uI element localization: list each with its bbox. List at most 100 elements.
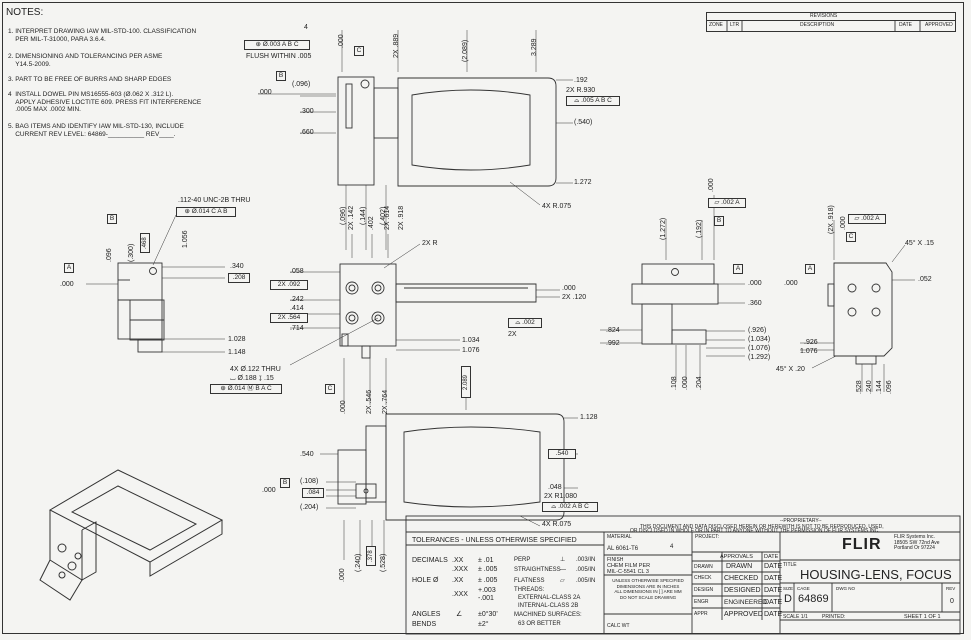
chamfer-bottom: 45° X .20	[776, 366, 805, 373]
approval-date-1: DATE	[764, 575, 783, 582]
note-4: 4 INSTALL DOWEL PIN MS16555-603 (Ø.062 X…	[8, 91, 202, 113]
dim-front-bottom-0: .000	[340, 400, 347, 414]
dim-right-2: .926	[804, 339, 818, 346]
tol-fmt-2: .XX	[452, 577, 464, 584]
dim-bottom-left-2: (.108)	[300, 478, 319, 485]
proprietary-heading: --PROPRIETARY--	[780, 518, 822, 524]
side-view-part	[631, 263, 719, 345]
units-note: UNLESS OTHERWISE SPECIFIED DIMENSIONS AR…	[612, 578, 684, 600]
dim-bottom-top: 2.089	[461, 366, 471, 398]
cage-value: 64869	[798, 593, 829, 605]
finish-value: CHEM FILM PER MIL-C-5541 CL 3	[607, 563, 651, 575]
approvals-header: APPROVALS	[720, 554, 753, 560]
tol-fmt-3: .XXX	[452, 591, 468, 598]
datum-a-side: A	[733, 264, 743, 274]
isometric-view	[39, 469, 224, 601]
datum-a-right: A	[805, 264, 815, 274]
geo-label-5: INTERNAL-CLASS 2B	[518, 603, 579, 609]
note-flag-4: 4	[304, 24, 308, 31]
approval-name-4: APPROVED	[724, 611, 763, 618]
dim-left-8: 1.148	[228, 349, 246, 356]
printed-label: PRINTED:	[822, 614, 846, 620]
rev-col-ltr: LTR	[730, 22, 740, 28]
sheet-number: SHEET 1 OF 1	[904, 614, 941, 620]
dim-side-6: (1.076)	[748, 345, 771, 352]
scale-value: SCALE 1/1	[783, 614, 808, 620]
dim-right-3: 1.076	[800, 348, 818, 355]
tol-label-4: ANGLES	[412, 611, 441, 618]
company-address: FLIR Systems Inc. 18505 SW 72nd Ave Port…	[894, 534, 940, 551]
tol-val-0: ± .01	[478, 557, 494, 564]
geo-sym-0: ⊥	[560, 557, 566, 563]
geo-label-7: 63 OR BETTER	[518, 621, 561, 627]
tol-val-1: ± .005	[478, 566, 498, 573]
datum-c-top: C	[354, 46, 364, 56]
dim-front-left-4: 2X .564	[270, 313, 308, 323]
geo-sym-2: ⏥	[560, 578, 565, 584]
dim-right-top-1: .000	[840, 216, 847, 230]
approval-role-2: DESIGN	[694, 587, 714, 593]
dim-left-6: .000	[60, 281, 74, 288]
dim-front-top-2: 2X .614	[384, 205, 391, 230]
dim-top-right-0: .192	[574, 77, 588, 84]
proprietary-line-2: OR DISCLOSED IN WHOLE OR IN PART TO ANYO…	[630, 528, 880, 534]
dim-left-7: 1.028	[228, 336, 246, 343]
radius-note-front: 2X R	[422, 240, 438, 247]
chamfer-top: 45° X .15	[905, 240, 934, 247]
dim-left-4: .340	[230, 263, 244, 270]
dim-side-top-2: .000	[708, 178, 715, 192]
profile-count-front: 2X	[508, 331, 517, 338]
dim-left-0: (.300)	[128, 243, 135, 262]
hole-note-2: ⌴ Ø.188 ↧ .15	[230, 375, 274, 382]
datum-a-left: A	[64, 263, 74, 273]
left-view-part	[117, 262, 165, 353]
dim-top-top-0: .000	[338, 34, 345, 48]
dim-left-5: .208	[228, 273, 250, 283]
rev-value: 0	[950, 598, 954, 605]
rev-col-date: DATE	[899, 22, 912, 28]
radius-note-bottom: 2X R1.080	[544, 493, 578, 500]
radius-note-bottom-2: 4X R.075	[542, 521, 572, 528]
dim-front-top-3: 2X .918	[398, 205, 405, 230]
geo-sym-1: —	[560, 567, 566, 573]
approval-role-0: DRAWN	[694, 564, 713, 570]
dim-left-1: .468	[140, 233, 150, 253]
geo-label-2: FLATNESS	[514, 578, 545, 584]
geo-val-0: .003/IN	[576, 557, 596, 563]
dim-side-top-1: (.192)	[696, 219, 703, 238]
material-label: MATERIAL	[607, 534, 632, 540]
company-logo: FLIR	[842, 536, 882, 553]
geo-label-4: EXTERNAL-CLASS 2A	[518, 595, 581, 601]
dim-bottom-left-3: .084	[302, 488, 324, 498]
dim-front-left-5: .714	[290, 325, 304, 332]
dim-bottom-left-4: (.204)	[300, 504, 319, 511]
approval-name-3: ENGINEERED	[724, 599, 767, 606]
dim-right-7: .096	[886, 380, 893, 394]
rev-col-description: DESCRIPTION	[800, 22, 835, 28]
dim-bottom-bottom-1: (.240)	[355, 553, 362, 572]
profile-frame-bottom: ⌓ .002 A B C	[542, 502, 598, 512]
datum-b-bottom: B	[280, 478, 290, 488]
position-frame-top: ⊕ Ø.003 A B C	[244, 40, 310, 50]
hole-note-1: 4X Ø.122 THRU	[230, 366, 281, 373]
dim-front-right-0: .000	[562, 285, 576, 292]
geo-label-0: PERP	[514, 557, 531, 563]
dim-right-1: .052	[918, 276, 932, 283]
dim-bottom-bottom-2: .378	[366, 546, 376, 566]
dim-bottom-right-0: 1.128	[580, 414, 598, 421]
date-header: DATE	[764, 554, 779, 560]
note-3: 3. PART TO BE FREE OF BURRS AND SHARP ED…	[8, 76, 172, 83]
top-view-dim-lines	[258, 30, 573, 250]
dim-top-left-3: .660	[300, 129, 314, 136]
bottom-view-dim-lines	[320, 370, 578, 560]
dim-side-4: (.926)	[748, 327, 767, 334]
rev-label: REV	[946, 586, 956, 591]
dim-top-vert-1: (.144)	[360, 206, 367, 225]
tol-label-2: HOLE Ø	[412, 577, 439, 584]
dim-front-right-2: 1.034	[462, 337, 480, 344]
approval-role-4: APPR	[694, 611, 708, 617]
tol-label-0: DECIMALS	[412, 557, 448, 564]
tol-fmt-4: ∠	[456, 611, 463, 618]
dim-side-0: .000	[748, 280, 762, 287]
datum-c-front: C	[325, 384, 335, 394]
